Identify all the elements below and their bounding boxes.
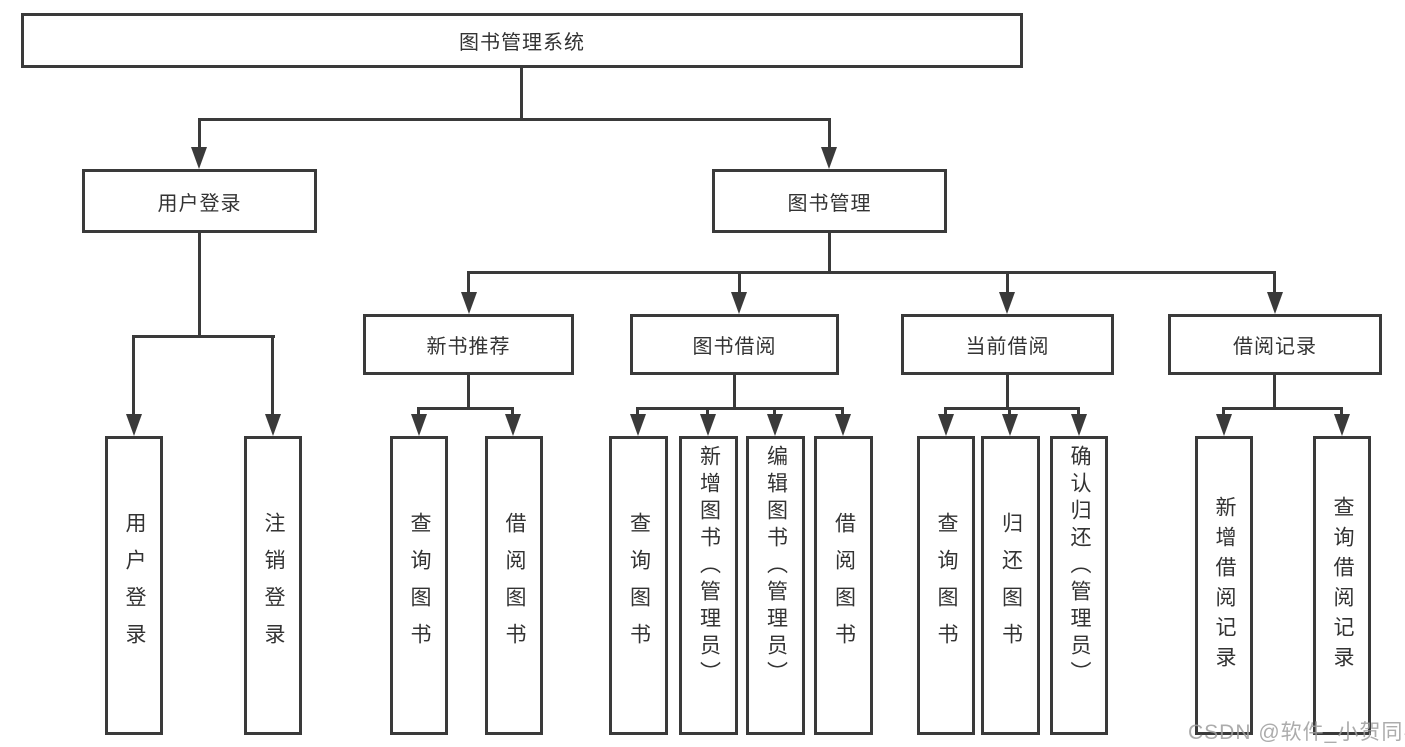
node-book-management: 图书管理 (712, 169, 947, 233)
connector-line (706, 407, 709, 417)
arrowhead-icon (1334, 414, 1350, 436)
leaf-query-borrow-record: 查询借阅记录 (1313, 436, 1371, 735)
leaf-borrow-book: 借阅图书 (814, 436, 873, 735)
arrowhead-icon (767, 414, 783, 436)
connector-line (1222, 407, 1225, 417)
connector-line (467, 271, 1276, 274)
arrowhead-icon (411, 414, 427, 436)
arrowhead-icon (1002, 414, 1018, 436)
connector-line (1222, 407, 1343, 410)
connector-line (828, 118, 831, 150)
connector-line (271, 335, 274, 415)
connector-line (1006, 271, 1009, 294)
connector-line (828, 233, 831, 273)
leaf-confirm-return-admin: 确认归还（管理员） (1050, 436, 1108, 735)
arrowhead-icon (1267, 292, 1283, 314)
node-label: 借阅记录 (1233, 336, 1317, 358)
arrowhead-icon (1216, 414, 1232, 436)
node-label: 新书推荐 (426, 336, 511, 358)
connector-line (1077, 407, 1080, 417)
arrowhead-icon (938, 414, 954, 436)
node-new-book-recommend: 新书推荐 (363, 314, 574, 375)
connector-line (841, 407, 844, 417)
connector-line (198, 118, 831, 121)
leaf-add-borrow-record: 新增借阅记录 (1195, 436, 1253, 735)
arrowhead-icon (191, 147, 207, 169)
node-borrow-records: 借阅记录 (1168, 314, 1382, 375)
connector-line (636, 407, 844, 410)
arrowhead-icon (630, 414, 646, 436)
connector-line (467, 375, 470, 409)
connector-line (1006, 375, 1009, 409)
node-label: 图书借阅 (692, 336, 777, 358)
node-current-borrow: 当前借阅 (901, 314, 1114, 375)
connector-line (944, 407, 1080, 410)
arrowhead-icon (126, 414, 142, 436)
connector-line (636, 407, 639, 417)
connector-line (132, 335, 275, 338)
connector-line (417, 407, 420, 417)
connector-line (1008, 407, 1011, 417)
leaf-query-book-current: 查询图书 (917, 436, 975, 735)
connector-line (1273, 271, 1276, 294)
connector-line (132, 335, 135, 415)
connector-line (1273, 375, 1276, 409)
arrowhead-icon (835, 414, 851, 436)
leaf-user-login: 用户登录 (105, 436, 163, 735)
node-user-login: 用户登录 (82, 169, 317, 233)
node-label: 图书管理系统 (459, 32, 585, 54)
connector-line (733, 375, 736, 409)
arrowhead-icon (461, 292, 477, 314)
connector-line (467, 271, 470, 294)
leaf-query-book-recommend: 查询图书 (390, 436, 448, 735)
leaf-query-book-borrow: 查询图书 (609, 436, 668, 735)
connector-line (738, 271, 741, 294)
connector-line (773, 407, 776, 417)
arrowhead-icon (505, 414, 521, 436)
node-label: 图书管理 (787, 192, 872, 215)
node-label: 当前借阅 (965, 336, 1050, 358)
connector-line (511, 407, 514, 417)
arrowhead-icon (821, 147, 837, 169)
arrowhead-icon (731, 292, 747, 314)
arrowhead-icon (700, 414, 716, 436)
leaf-logout: 注销登录 (244, 436, 302, 735)
arrowhead-icon (265, 414, 281, 436)
connector-line (520, 68, 523, 120)
connector-line (417, 407, 514, 410)
leaf-edit-book-admin: 编辑图书（管理员） (746, 436, 805, 735)
arrowhead-icon (999, 292, 1015, 314)
connector-line (944, 407, 947, 417)
node-root-library-system: 图书管理系统 (21, 13, 1023, 68)
csdn-watermark: CSDN @软件_小贺同学 (1188, 721, 1405, 744)
arrowhead-icon (1071, 414, 1087, 436)
node-label: 用户登录 (157, 192, 242, 215)
connector-line (198, 118, 201, 150)
connector-line (1340, 407, 1343, 417)
connector-line (198, 233, 201, 337)
leaf-return-book: 归还图书 (981, 436, 1040, 735)
leaf-add-book-admin: 新增图书（管理员） (679, 436, 738, 735)
leaf-borrow-book-recommend: 借阅图书 (485, 436, 543, 735)
node-book-borrow: 图书借阅 (630, 314, 839, 375)
